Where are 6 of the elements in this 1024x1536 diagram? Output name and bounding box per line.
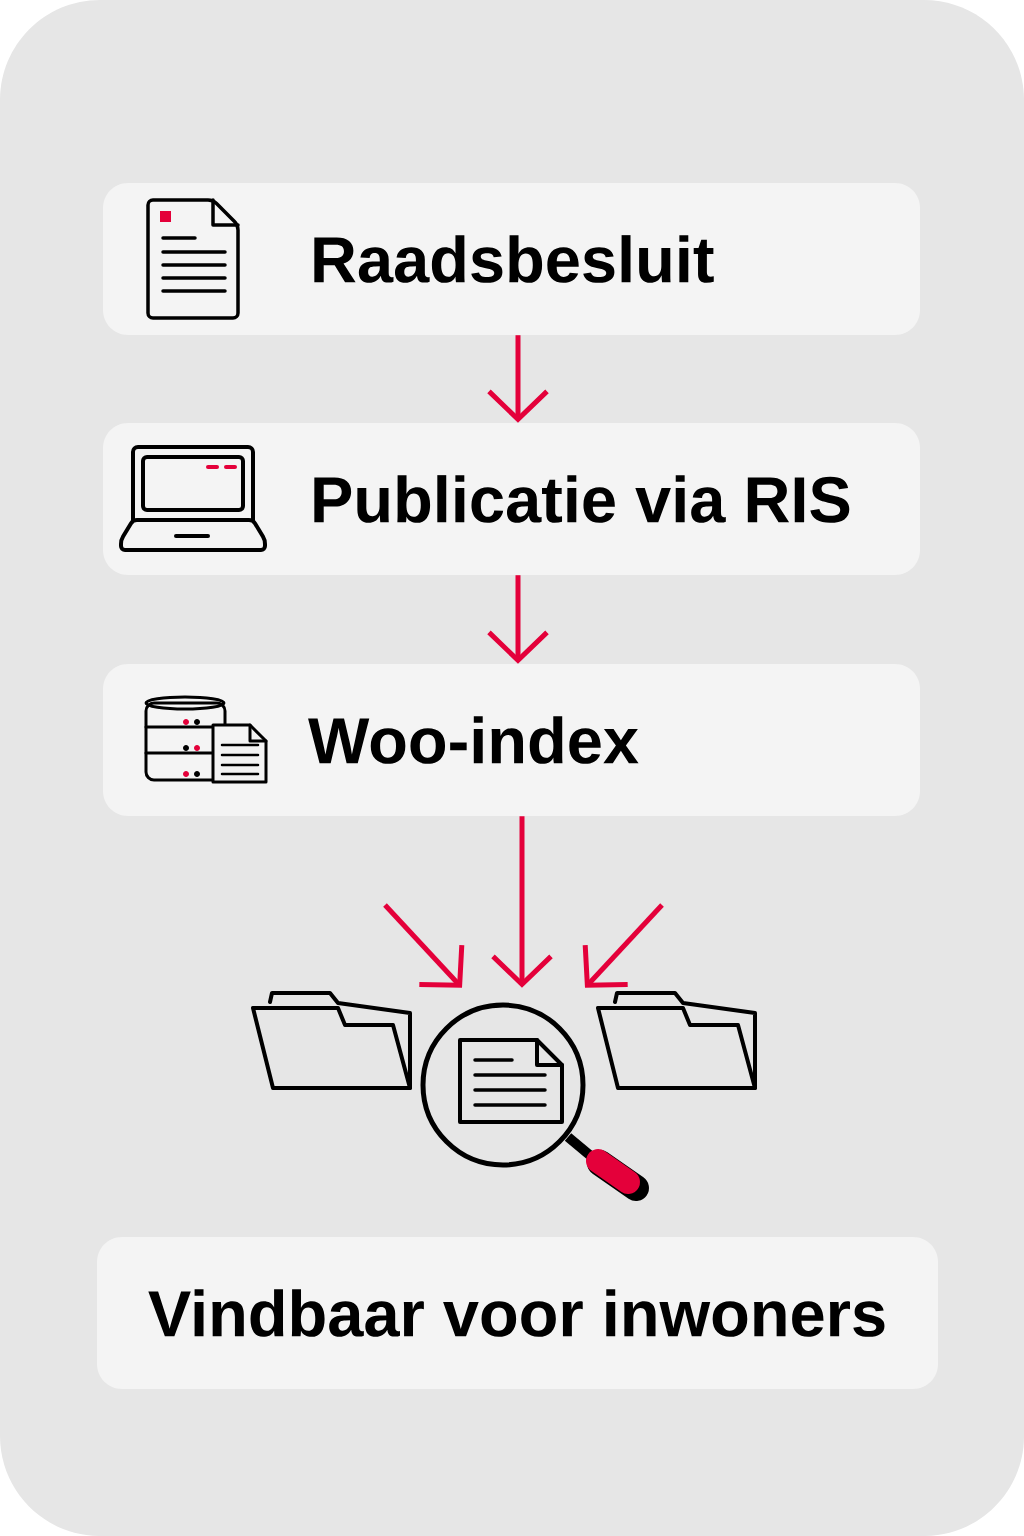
arrow — [491, 816, 553, 988]
step-box: Woo-index — [103, 664, 920, 816]
step-box: Vindbaar voor inwoners — [97, 1237, 938, 1389]
step-box: Publicatie via RIS — [103, 423, 920, 575]
folders-search-drawing — [251, 991, 757, 1201]
step-box: Raadsbesluit — [103, 183, 920, 335]
